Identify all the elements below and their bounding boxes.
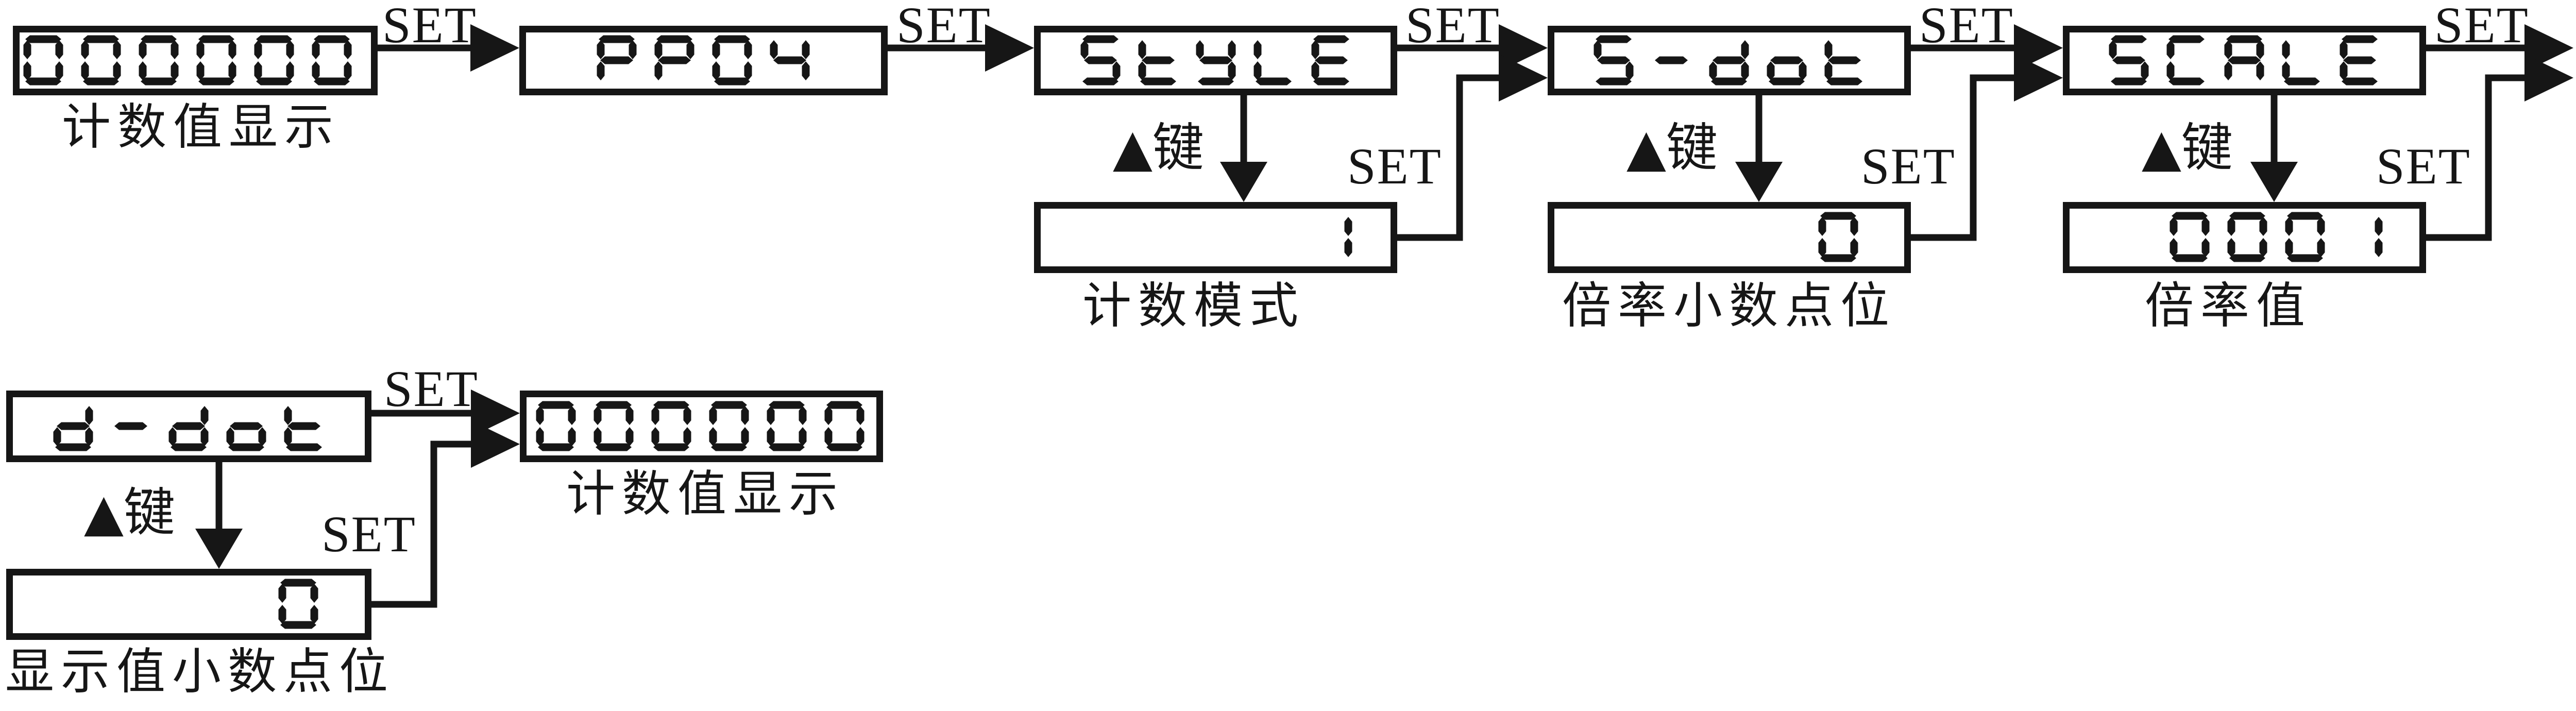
connector-set-count-mode-value	[1397, 54, 1548, 241]
up-key-label-scale-dot: ▲键	[1626, 117, 1718, 178]
seven-segment-scale-dot	[1594, 35, 1865, 86]
seven-segment-display-dot	[53, 400, 324, 452]
set-key-label-scale-value-return: SET	[2376, 138, 2471, 195]
display-box-count-value	[13, 26, 378, 95]
arrow-upkey-scale	[2250, 95, 2298, 202]
arrow-upkey-ddot	[195, 462, 243, 569]
caption-count-mode: 计数模式	[1082, 279, 1306, 333]
caption-count-display-return: 计数值显示	[566, 467, 845, 521]
seven-segment-display-dot-value	[278, 578, 318, 630]
up-key-label-display-dot: ▲键	[84, 482, 175, 543]
caption-count-display: 计数值显示	[62, 100, 341, 155]
value-box-count-mode	[1034, 202, 1397, 273]
arrow-set-count-to-pp04	[378, 24, 519, 72]
seven-segment-scale-dot-value	[1818, 211, 1858, 263]
arrow-set-sdot-to-scale	[1911, 24, 2063, 72]
set-key-label-scale-dot-return: SET	[1861, 138, 1956, 195]
set-key-label-3: SET	[1405, 0, 1500, 54]
display-box-display-dot	[6, 391, 371, 462]
seven-segment-count-value-return	[536, 400, 865, 452]
display-box-count-value-return	[520, 391, 883, 462]
up-key-label-scale-value: ▲键	[2142, 117, 2233, 178]
caption-display-dot: 显示值小数点位	[5, 645, 395, 699]
set-key-label-1: SET	[382, 0, 477, 54]
seven-segment-scale-value	[2170, 211, 2383, 263]
seven-segment-count-value	[23, 35, 352, 86]
set-key-label-display-dot-return: SET	[321, 505, 416, 563]
set-key-label-count-mode-return: SET	[1347, 138, 1442, 195]
value-box-scale-dot	[1548, 202, 1911, 273]
arrow-set-ddot-to-count	[371, 390, 520, 437]
display-box-scale-dot	[1548, 26, 1911, 95]
seven-segment-menu-code	[597, 35, 810, 86]
arrow-upkey-sdot	[1735, 95, 1783, 202]
seven-segment-scale	[2109, 35, 2380, 86]
caption-scale-value: 倍率值	[2145, 279, 2312, 333]
connector-set-ddot-value	[371, 420, 520, 608]
value-box-display-dot	[6, 569, 371, 640]
set-key-label-4: SET	[1919, 0, 2014, 54]
set-key-label-5: SET	[2434, 0, 2529, 54]
set-key-label-2: SET	[896, 0, 991, 54]
display-box-menu-code	[519, 26, 888, 95]
up-key-label-count-mode: ▲键	[1113, 117, 1204, 178]
connector-set-sdot-value	[1911, 54, 2063, 241]
display-box-scale-value	[2063, 26, 2426, 95]
caption-scale-dot: 倍率小数点位	[1562, 279, 1896, 333]
arrow-set-style-to-sdot	[1397, 24, 1548, 72]
arrow-upkey-style	[1220, 95, 1267, 202]
value-box-scale-value	[2063, 202, 2426, 273]
seven-segment-count-mode-value	[1312, 211, 1352, 263]
connector-set-scale-value-exit	[2426, 54, 2573, 241]
set-key-label-6: SET	[384, 360, 479, 417]
seven-segment-count-mode	[1080, 35, 1351, 86]
arrow-set-pp04-to-style	[888, 24, 1034, 72]
arrow-set-scale-exit	[2426, 24, 2573, 72]
display-box-count-mode	[1034, 26, 1397, 95]
